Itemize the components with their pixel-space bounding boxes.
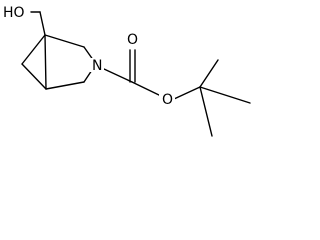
- carbonyl-oxygen-label: O: [127, 32, 138, 48]
- bond-c1-c5: [44, 34, 47, 90]
- molecule-structure: HO N O O: [3, 5, 251, 137]
- bond-cq-methyl-right: [199, 86, 251, 104]
- bond-cq-methyl-bottom: [199, 86, 213, 137]
- ester-oxygen-label: O: [162, 92, 173, 108]
- bond-c1-c2: [44, 34, 85, 48]
- bond-ch2-c1: [39, 11, 46, 36]
- bond-c1-c6: [21, 34, 46, 65]
- bond-c4-c5: [45, 81, 85, 90]
- bond-n-carbonyl-c: [103, 68, 133, 83]
- bond-cq-methyl-top: [199, 59, 219, 88]
- ester-oxygen-label-bg: [159, 92, 175, 106]
- bond-c6-c5: [21, 63, 47, 90]
- nitrogen-label-bg: [90, 58, 104, 72]
- bond-carbonyl-c-ester-o: [131, 81, 162, 97]
- hydroxyl-label: HO: [3, 5, 25, 21]
- bond-ester-o-cq: [173, 86, 201, 100]
- ring-nitrogen-label: N: [92, 58, 102, 74]
